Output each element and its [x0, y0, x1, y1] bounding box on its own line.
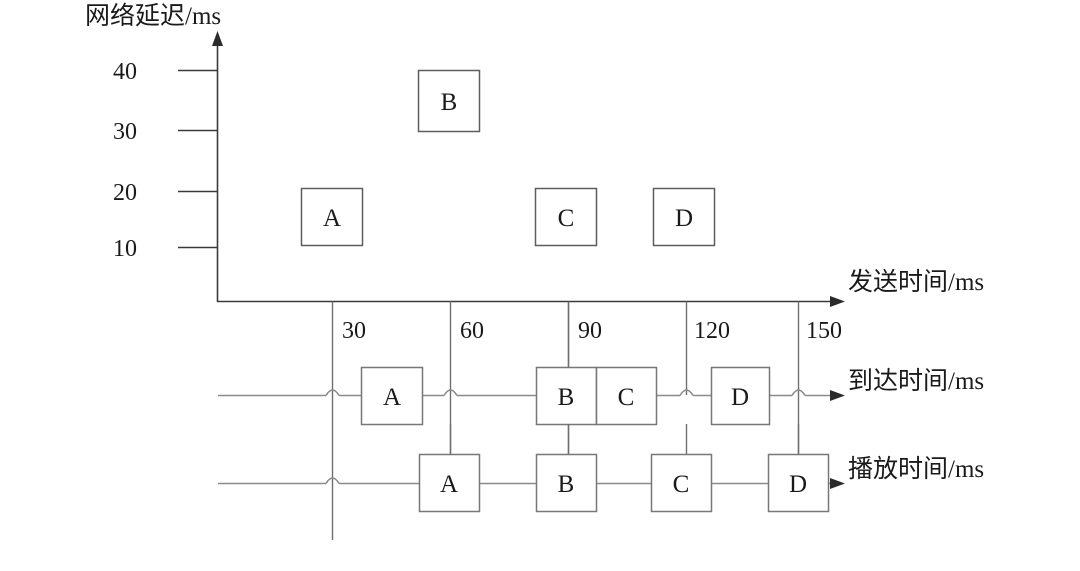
y-axis-label: 网络延迟/ms — [85, 2, 221, 30]
x-tick-label-90: 90 — [578, 318, 602, 344]
arrival-box-a-label: A — [383, 384, 401, 411]
playback-box-a-label: A — [440, 471, 458, 498]
y-tick-label-40: 40 — [113, 59, 137, 85]
x-tick-label-150: 150 — [806, 318, 842, 344]
x-tick-label-30: 30 — [342, 318, 366, 344]
x-tick-label-120: 120 — [694, 318, 730, 344]
x-axis-label: 发送时间/ms — [848, 268, 984, 296]
delay-box-d — [652, 187, 716, 247]
delay-box-c-label: C — [558, 205, 575, 232]
arrival-box-d — [710, 366, 771, 426]
playback-time-row: A B C D 播放时间/ms — [218, 424, 984, 513]
delay-scatter-group: A B C D — [300, 69, 716, 247]
y-axis-arrowhead — [212, 31, 223, 46]
arrival-row-label: 到达时间/ms — [848, 367, 984, 395]
playback-box-d-label: D — [789, 471, 807, 498]
playback-box-c-label: C — [673, 471, 690, 498]
y-tick-label-20: 20 — [113, 180, 137, 206]
y-tick-label-30: 30 — [113, 119, 137, 145]
time-gridlines-group: 30 60 90 120 150 — [331, 301, 842, 540]
playback-box-c — [650, 453, 713, 513]
x-axis-arrowhead — [830, 296, 845, 307]
arrival-hop-150 — [791, 389, 806, 396]
playback-row-arrowhead — [830, 478, 845, 489]
playback-box-b-label: B — [558, 471, 575, 498]
playback-box-d — [767, 453, 830, 513]
playback-box-a — [418, 453, 481, 513]
arrival-row-arrowhead — [830, 390, 845, 401]
arrival-box-c — [595, 366, 658, 426]
delay-box-a-label: A — [323, 205, 341, 232]
playback-row-label: 播放时间/ms — [848, 455, 984, 483]
arrival-box-b-label: B — [558, 384, 575, 411]
playback-box-b — [535, 453, 598, 513]
arrival-hop-30 — [325, 389, 340, 396]
delay-box-d-label: D — [675, 205, 693, 232]
arrival-time-row: A B C D 到达时间/ms — [218, 301, 984, 426]
arrival-box-d-label: D — [731, 384, 749, 411]
delay-box-b — [417, 69, 481, 133]
playback-hop-30 — [325, 477, 340, 484]
x-axis-group: 发送时间/ms — [217, 268, 984, 307]
x-tick-label-60: 60 — [460, 318, 484, 344]
arrival-box-b — [535, 366, 598, 426]
arrival-box-a — [360, 366, 424, 426]
arrival-hop-60 — [443, 389, 458, 396]
delay-box-c — [534, 187, 598, 247]
arrival-box-c-label: C — [618, 384, 635, 411]
arrival-hop-120 — [679, 389, 694, 396]
delay-box-b-label: B — [441, 89, 458, 116]
y-tick-label-10: 10 — [113, 236, 137, 262]
delay-box-a — [300, 187, 364, 247]
y-axis-group: 网络延迟/ms 40 30 20 10 — [85, 2, 223, 302]
